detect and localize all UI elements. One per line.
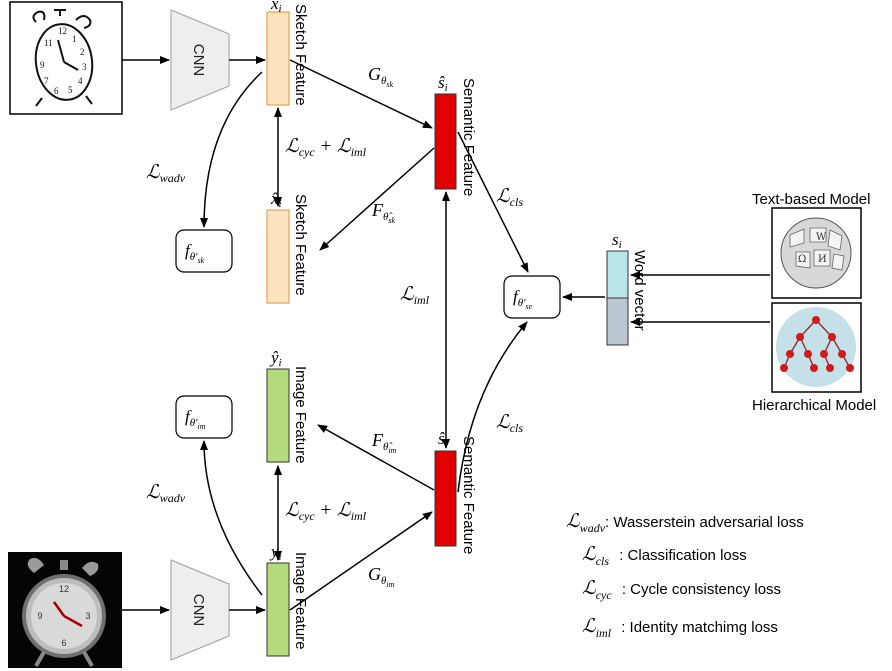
semantic-feature-label-top: Semantic Feature [460, 78, 477, 196]
legend-text-iml: : Identity matchimg loss [617, 619, 778, 636]
arrow-g-im [289, 511, 433, 611]
discriminator-semantic: fθ′se [503, 275, 561, 319]
svg-text:11: 11 [44, 38, 53, 48]
image-feature-bar-bottom [266, 562, 290, 657]
label-cyc-iml-top: ℒcyc + ℒiml [285, 136, 367, 159]
label-f-im: Fθ̂im [371, 430, 397, 455]
legend-item-cls: ℒcls : Classification loss [582, 543, 747, 568]
sketch-feature-bar-top [266, 11, 290, 106]
svg-text:3: 3 [82, 62, 87, 72]
label-f-sk: Fθ̂sk [371, 200, 396, 225]
photo-input-image: 12 3 6 9 [8, 552, 122, 668]
semantic-feature-bar-bottom [434, 450, 457, 547]
svg-text:3: 3 [85, 611, 90, 621]
legend-item-cyc: ℒcyc : Cycle consistency loss [582, 577, 782, 602]
svg-text:5: 5 [68, 85, 73, 95]
word-vector-bar [606, 250, 629, 346]
legend-symbol-cyc: ℒcyc [582, 578, 612, 602]
hierarchical-model-image [771, 302, 862, 393]
arrow-g-sk [289, 59, 433, 129]
label-g-im: Gθim [368, 564, 395, 589]
label-cyc-iml-bottom: ℒcyc + ℒiml [285, 500, 367, 523]
symbol-x-hat-i: x̂i [270, 189, 282, 210]
cnn-block-top: CNN [170, 9, 230, 111]
svg-text:9: 9 [40, 60, 45, 70]
cnn-label-top: CNN [190, 44, 207, 77]
sketch-feature-bar-bottom [266, 209, 290, 304]
svg-text:7: 7 [44, 76, 49, 86]
symbol-x-i: xi [270, 0, 282, 15]
arrow-f-sk [319, 147, 435, 251]
sketch-feature-label-bottom: Sketch Feature [292, 194, 309, 296]
svg-text:6: 6 [61, 638, 66, 648]
label-wadv-top: ℒwadv [146, 162, 186, 185]
svg-text:Ω: Ω [798, 254, 806, 265]
text-based-model-image: WΩ И [771, 207, 862, 299]
svg-text:6: 6 [54, 86, 59, 96]
legend-item-wadv: ℒwadv: Wasserstein adversarial loss [566, 510, 804, 535]
label-cls-bottom: ℒcls [496, 412, 523, 435]
svg-text:12: 12 [59, 584, 69, 594]
arrow-wadv-image [200, 440, 263, 596]
word-vector-label: Word vector [631, 250, 648, 331]
label-cls-top: ℒcls [496, 186, 523, 209]
semantic-feature-label-bottom: Semantic Feature [460, 436, 477, 554]
arrow-cls-bottom [457, 321, 528, 493]
svg-text:И: И [818, 254, 827, 265]
svg-text:12: 12 [58, 26, 67, 36]
symbol-y-i: yi [269, 542, 282, 563]
sketch-feature-label-top: Sketch Feature [292, 4, 309, 106]
legend-text-cyc: : Cycle consistency loss [617, 581, 782, 598]
cnn-block-bottom: CNN [170, 559, 230, 661]
arrow-f-im [317, 424, 435, 491]
hierarchical-model-label: Hierarchical Model [752, 397, 876, 414]
svg-text:W: W [816, 232, 827, 243]
label-g-sk: Gθsk [368, 64, 394, 89]
image-feature-bar-top [266, 368, 290, 463]
arrow-cls-top [457, 131, 529, 273]
legend-item-iml: ℒiml : Identity matchimg loss [582, 615, 778, 640]
discriminator-sketch: fθ′sk [175, 229, 233, 273]
svg-text:9: 9 [37, 611, 42, 621]
symbol-s-i: si [612, 230, 622, 251]
cnn-label-bottom: CNN [190, 594, 207, 627]
discriminator-image: fθ′im [175, 395, 233, 439]
legend-text-wadv: : Wasserstein adversarial loss [605, 514, 804, 531]
legend-symbol-cls: ℒcls [582, 544, 610, 568]
legend-text-cls: : Classification loss [615, 547, 747, 564]
text-based-model-label: Text-based Model [752, 191, 870, 208]
legend-symbol-iml: ℒiml [582, 616, 612, 640]
symbol-s-hat-top: ŝi [438, 73, 448, 94]
image-feature-label-top: Image Feature [292, 366, 309, 464]
arrow-wadv-sketch [200, 71, 263, 228]
svg-text:1: 1 [72, 34, 77, 44]
svg-text:4: 4 [78, 76, 83, 86]
label-iml-middle: ℒiml [400, 284, 430, 307]
legend-symbol-wadv: ℒwadv [566, 511, 606, 535]
sketch-input-image: 12 12 3 45 67 9 11 [9, 1, 123, 115]
label-wadv-bottom: ℒwadv [146, 482, 186, 505]
image-feature-label-bottom: Image Feature [292, 552, 309, 650]
semantic-feature-bar-top [434, 93, 457, 190]
symbol-y-hat-i: ŷi [269, 348, 282, 369]
svg-text:2: 2 [80, 47, 85, 57]
